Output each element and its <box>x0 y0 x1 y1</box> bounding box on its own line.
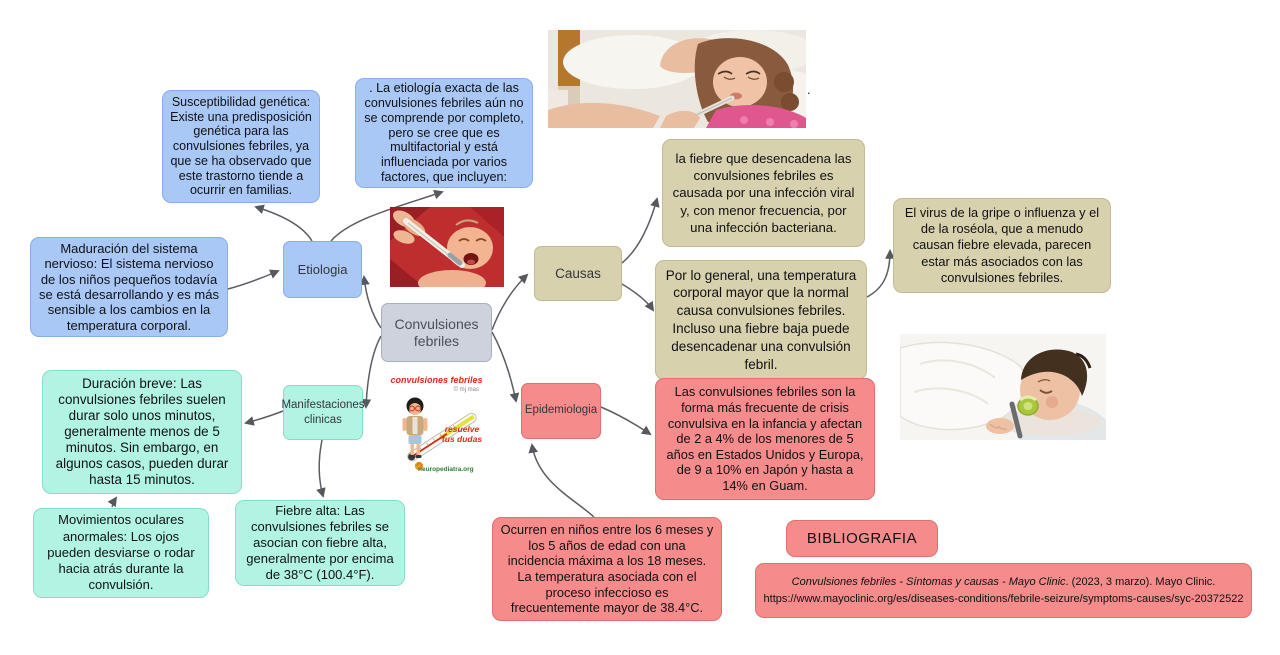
sleeping-baby-photo <box>899 334 1106 440</box>
citation-meta: . (2023, 3 marzo). Mayo Clinic. <box>1065 576 1216 588</box>
citation-line: Convulsiones febriles - Síntomas y causa… <box>792 574 1216 591</box>
detail-text: Movimientos oculares anormales: Los ojos… <box>47 512 195 593</box>
detail-text: El virus de la gripe o influenza y el de… <box>904 204 1100 286</box>
node-label: Convulsiones febriles <box>394 315 479 349</box>
node-label: Etiologia <box>297 261 348 277</box>
bibliography-citation-box: Convulsiones febriles - Síntomas y causa… <box>755 563 1252 618</box>
detail-fiebre-alta: Fiebre alta: Las convulsiones febriles s… <box>235 500 405 586</box>
logo-credit: © mj mas <box>453 387 479 393</box>
node-label: Causas <box>555 265 601 281</box>
detail-text: Por lo general, una temperatura corporal… <box>665 267 857 372</box>
detail-frecuencia-epidemiologica: Las convulsiones febriles son la forma m… <box>655 378 875 500</box>
bibliography-title-box: BIBLIOGRAFIA <box>786 520 938 557</box>
node-causas: Causas <box>534 246 622 301</box>
logo-tagline: resuelve tus dudas <box>441 424 483 444</box>
detail-edad-incidencia: Ocurren en niños entre los 6 meses y los… <box>492 517 722 621</box>
detail-text: Fiebre alta: Las convulsiones febriles s… <box>246 503 394 582</box>
node-label: Manifestaciones clinicas <box>281 399 365 426</box>
logo-title: convulsiones febriles <box>390 375 483 385</box>
detail-etiologia-exacta: . La etiología exacta de las convulsione… <box>355 78 533 188</box>
detail-maduracion-sistema-nervioso: Maduración del sistema nervioso: El sist… <box>30 237 228 337</box>
node-epidemiologia: Epidemiologia <box>521 383 601 439</box>
sick-girl-photo <box>548 30 826 130</box>
detail-text: la fiebre que desencadena las convulsion… <box>672 151 855 235</box>
detail-fiebre-infeccion: la fiebre que desencadena las convulsion… <box>662 139 865 247</box>
detail-text: Susceptibilidad genética: Existe una pre… <box>170 94 312 198</box>
detail-duracion-breve: Duración breve: Las convulsiones febrile… <box>42 370 242 494</box>
detail-text: Maduración del sistema nervioso: El sist… <box>39 241 219 333</box>
detail-text: . La etiología exacta de las convulsione… <box>364 81 524 185</box>
detail-temperatura-corporal: Por lo general, una temperatura corporal… <box>655 260 867 380</box>
stray-period-text: . <box>807 82 811 97</box>
node-convulsiones-febriles: Convulsiones febriles <box>381 303 492 362</box>
bibliography-label: BIBLIOGRAFIA <box>806 529 918 547</box>
citation-title: Convulsiones febriles - Síntomas y causa… <box>791 576 1066 588</box>
detail-text: Ocurren en niños entre los 6 meses y los… <box>500 522 714 616</box>
detail-susceptibilidad-genetica: Susceptibilidad genética: Existe una pre… <box>162 90 320 203</box>
node-manifestaciones-clinicas: Manifestaciones clinicas <box>281 385 365 440</box>
citation-url[interactable]: https://www.mayoclinic.org/es/diseases-c… <box>763 592 1244 605</box>
neuropediatra-logo: convulsiones febriles © mj mas resuelve … <box>388 375 485 475</box>
crying-baby-photo <box>390 207 504 296</box>
logo-site-url: neuropediatra.org <box>418 466 474 473</box>
detail-text: Duración breve: Las convulsiones febrile… <box>55 375 229 488</box>
node-label: Epidemiologia <box>524 404 598 417</box>
detail-virus-gripe-roseola: El virus de la gripe o influenza y el de… <box>893 198 1111 293</box>
detail-text: Las convulsiones febriles son la forma m… <box>666 384 864 494</box>
node-etiologia: Etiologia <box>283 241 362 298</box>
detail-movimientos-oculares: Movimientos oculares anormales: Los ojos… <box>33 508 209 598</box>
